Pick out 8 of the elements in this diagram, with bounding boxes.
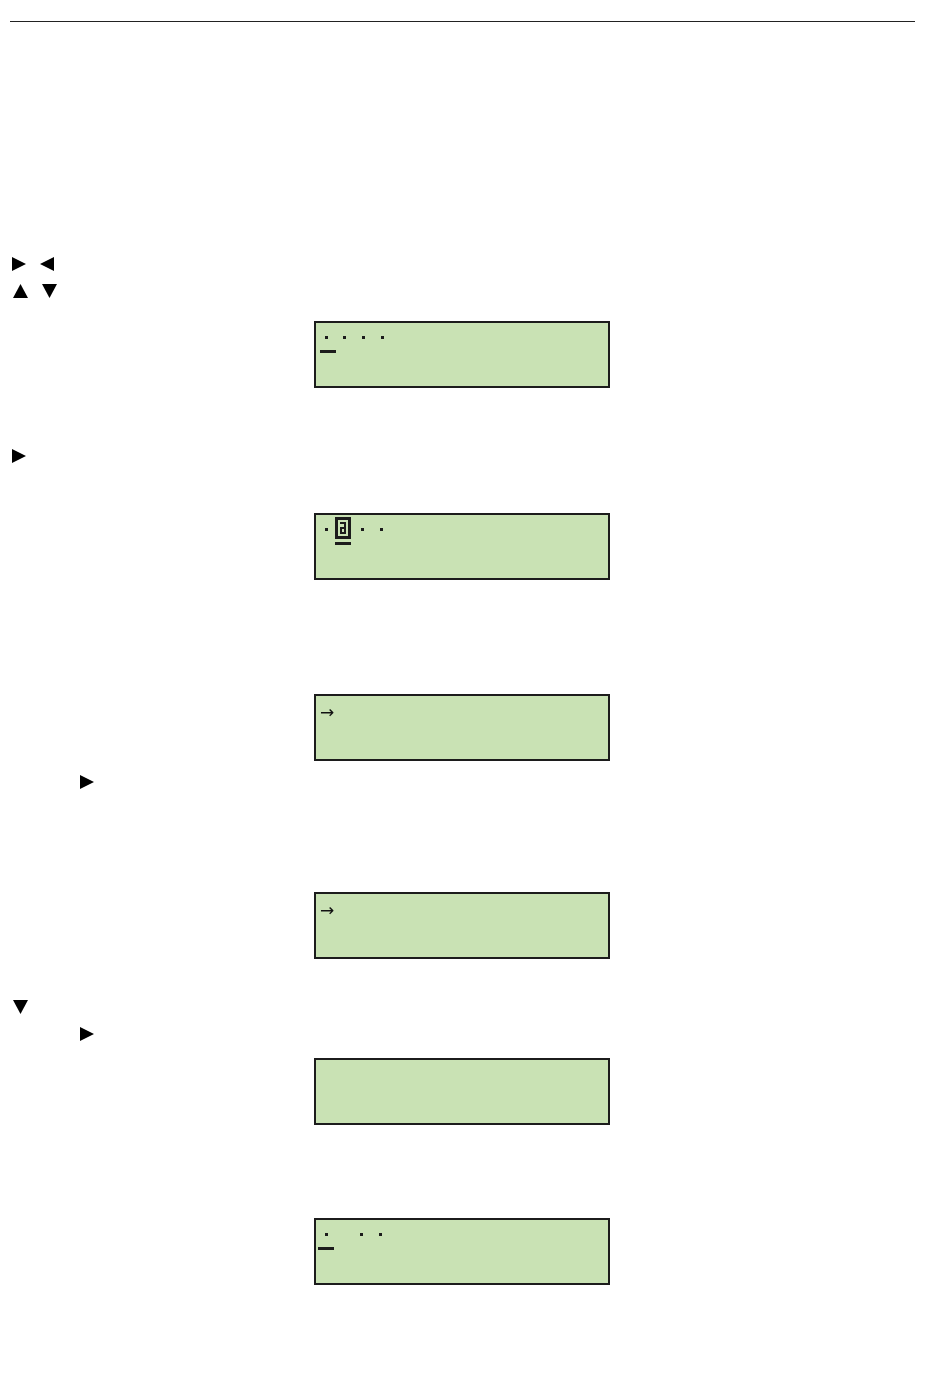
- lcd-screen: [314, 321, 610, 388]
- lcd-screen: [314, 513, 610, 580]
- display-text: →: [320, 901, 335, 919]
- display-text: →: [320, 703, 335, 721]
- lcd-screen: [314, 694, 610, 761]
- lcd-screen: [314, 892, 610, 959]
- lcd-screen: [314, 1218, 610, 1285]
- lcd-screen: [314, 1058, 610, 1125]
